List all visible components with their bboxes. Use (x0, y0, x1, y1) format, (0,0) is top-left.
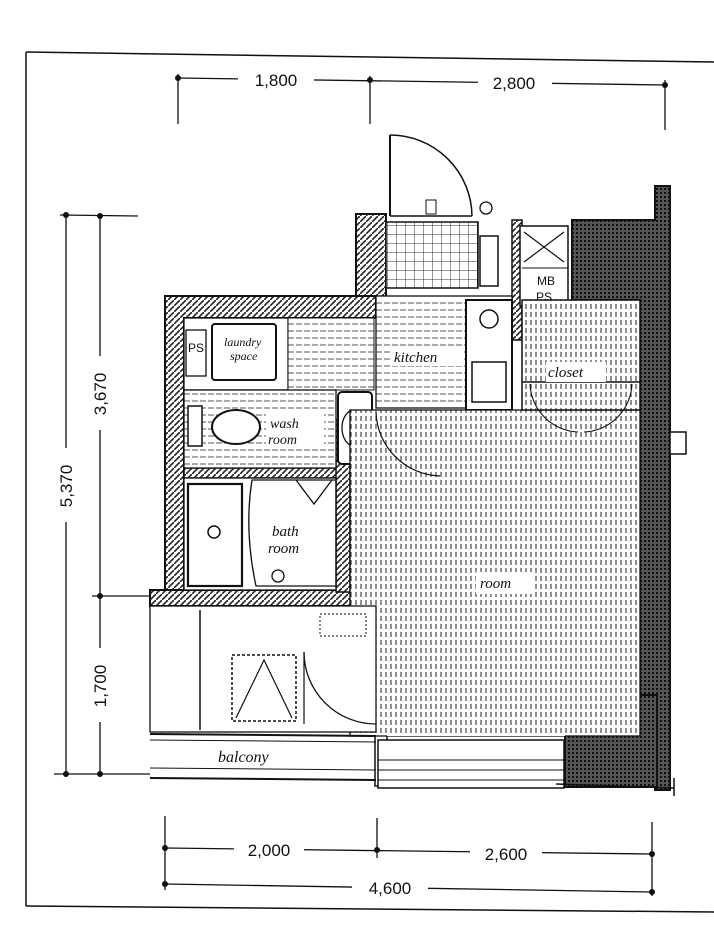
dimension-bottom-left: 2,000 (248, 841, 291, 860)
entrance-door (389, 134, 493, 217)
outdoor-unit (231, 654, 297, 722)
balcony-door-swing (303, 651, 377, 725)
bath-label-line2: room (268, 541, 299, 557)
dimension-top-right: 2,800 (493, 74, 536, 93)
corridor-floor (287, 317, 375, 391)
bath-drain-icon (271, 569, 285, 583)
bath-label-line1: bath (272, 524, 299, 540)
dimension-left-lower: 1,700 (91, 665, 110, 708)
stove-burner-icon (479, 309, 499, 329)
pipe-space-left (185, 329, 207, 377)
dimension-bottom-right: 2,600 (485, 845, 528, 864)
dimension-bottom-total: 4,600 (369, 879, 412, 898)
ps-left-label: PS (188, 341, 204, 355)
dimension-left-outer: 5,370 (57, 465, 76, 508)
wash-label-line2: room (268, 433, 297, 448)
toilet-tank (187, 405, 203, 447)
laundry-label-line2: space (230, 349, 258, 363)
laundry-label-line1: laundry (224, 335, 262, 349)
page-frame (25, 51, 714, 913)
shoe-cabinet (479, 235, 499, 287)
washing-machine-pan (211, 323, 277, 381)
toilet-icon (211, 409, 261, 445)
kitchen-label: kitchen (394, 350, 437, 366)
closet-label: closet (548, 365, 584, 381)
closet-area (521, 299, 641, 411)
kitchen-sink (471, 361, 507, 403)
mb-label: MB (537, 274, 555, 288)
left-dimension-lines (54, 212, 150, 777)
wash-label-line1: wash (270, 417, 299, 432)
balcony-railing (149, 733, 377, 781)
room-window-sill (377, 739, 675, 796)
balcony-label: balcony (218, 749, 270, 766)
tub-drain-icon (207, 525, 221, 539)
room-door-swing (375, 411, 441, 477)
entry-tile-floor (385, 221, 479, 289)
dimension-left-upper: 3,670 (91, 373, 110, 416)
room-label: room (480, 576, 511, 592)
dimension-top-left: 1,800 (255, 71, 298, 90)
